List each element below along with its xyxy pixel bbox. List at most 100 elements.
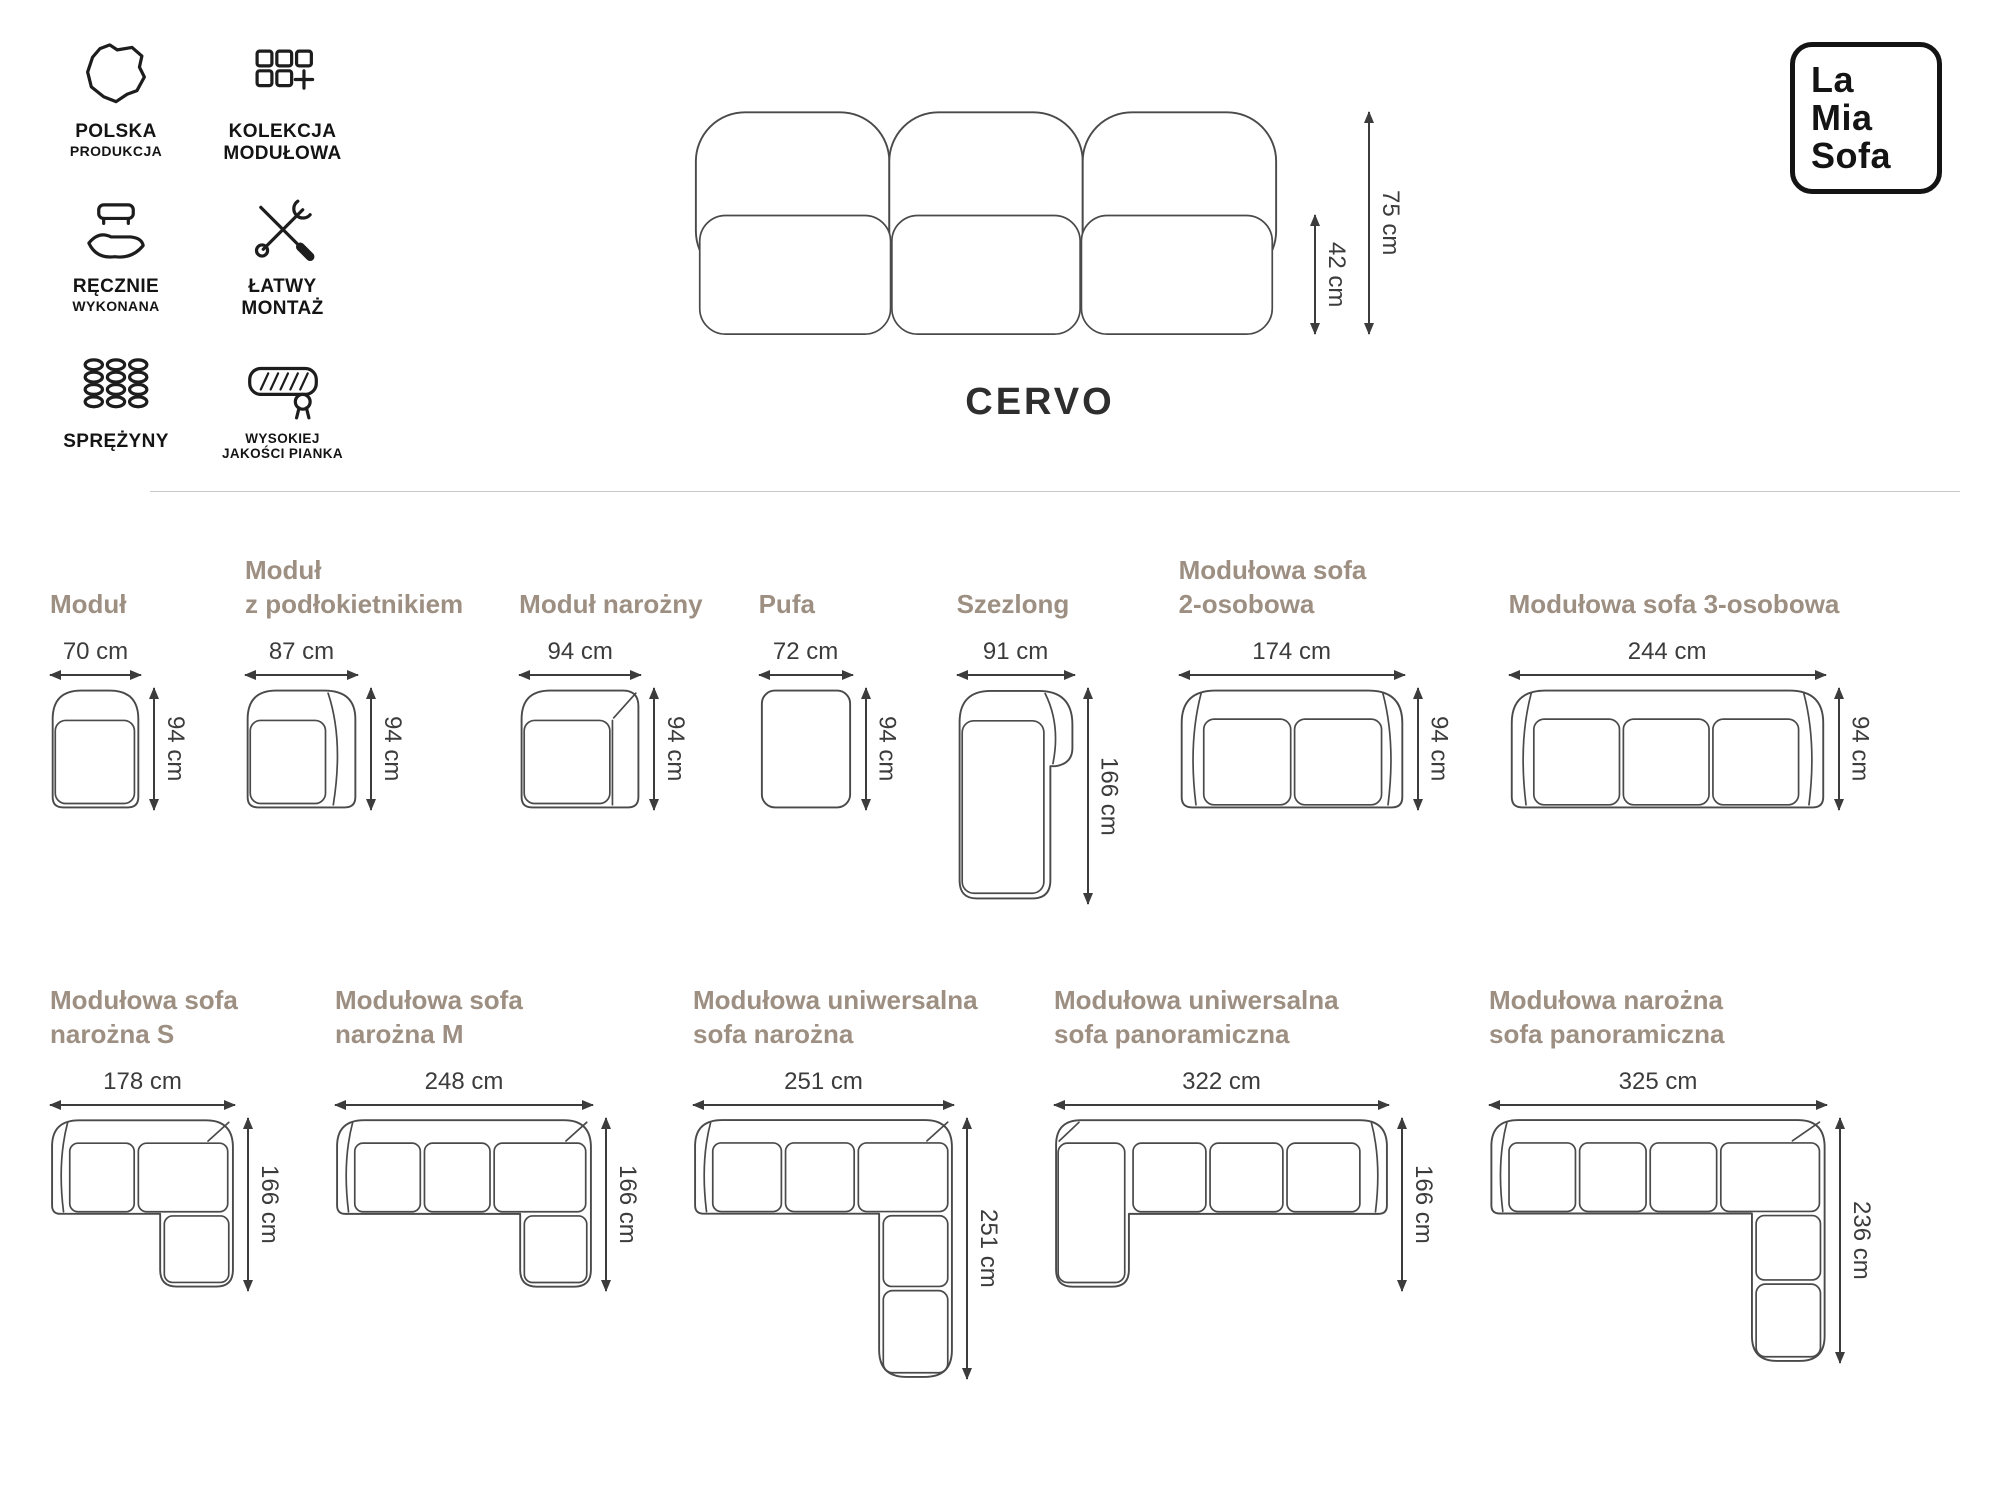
module-top-view-drawing	[693, 1118, 954, 1379]
module-card-modul-narozny: Moduł narożny 94 cm 94 cm	[519, 546, 703, 810]
modular-collection-icon	[246, 49, 320, 118]
module-title: Moduł narożny	[519, 589, 703, 620]
depth-dimension: 94 cm	[653, 688, 689, 810]
depth-dimension: 166 cm	[1086, 688, 1123, 904]
feature-sublabel: PRODUKCJA	[69, 143, 163, 159]
depth-dimension: 94 cm	[153, 688, 189, 810]
poland-map-icon	[79, 43, 153, 118]
feature-sublabel: WYKONANA	[72, 298, 160, 314]
width-dimension: 251 cm	[693, 1068, 954, 1106]
dimension-arrow	[1368, 112, 1370, 334]
feature-label: WYSOKIEJ	[245, 431, 320, 446]
module-top-view-drawing	[957, 688, 1075, 904]
module-title: Szezlong	[956, 589, 1070, 620]
seat-height-dimension: 42 cm	[1314, 215, 1350, 334]
module-top-view-drawing	[245, 688, 358, 810]
depth-dimension: 94 cm	[1416, 688, 1453, 810]
depth-dimension: 94 cm	[370, 688, 406, 810]
width-dimension: 322 cm	[1054, 1068, 1389, 1106]
feature-label: POLSKA	[75, 121, 157, 142]
module-top-view-drawing	[335, 1118, 593, 1291]
width-dimension: 70 cm	[50, 638, 141, 676]
width-dimension: 87 cm	[245, 638, 358, 676]
width-dimension: 91 cm	[956, 638, 1075, 676]
feature-sublabel: MONTAŻ	[241, 298, 324, 319]
width-dimension: 94 cm	[519, 638, 642, 676]
depth-dimension: 166 cm	[1401, 1118, 1437, 1291]
total-height-value: 75 cm	[1377, 190, 1404, 256]
feature-label: ŁATWY	[248, 276, 317, 297]
module-card-sofa-3-osobowa: Modułowa sofa 3-osobowa 244 cm 94 cm	[1508, 546, 1874, 810]
feature-recznie-wykonana: RĘCZNIE WYKONANA	[46, 195, 186, 320]
feature-label: SPRĘŻYNY	[63, 431, 169, 452]
module-top-view-drawing	[50, 688, 141, 810]
depth-dimension: 94 cm	[1837, 688, 1874, 810]
module-title: Pufa	[758, 589, 815, 620]
springs-icon	[79, 358, 153, 428]
module-top-view-drawing	[50, 1118, 235, 1291]
depth-dimension: 236 cm	[1839, 1118, 1875, 1363]
feature-label: KOLEKCJA	[228, 121, 337, 142]
feature-latwy-montaz: ŁATWY MONTAŻ	[200, 195, 365, 320]
features-grid: POLSKA PRODUKCJA KOLEKCJA MODUŁOWA	[46, 40, 376, 461]
brand-logo-line: Sofa	[1811, 135, 1892, 177]
brand-logo-line: La	[1811, 58, 1855, 100]
feature-kolekcja-modulowa: KOLEKCJA MODUŁOWA	[200, 40, 365, 165]
module-top-view-drawing	[519, 688, 641, 810]
width-dimension: 72 cm	[758, 638, 853, 676]
depth-dimension: 166 cm	[605, 1118, 641, 1291]
seat-height-value: 42 cm	[1323, 241, 1350, 308]
width-dimension: 248 cm	[335, 1068, 593, 1106]
total-height-dimension: 75 cm	[1368, 112, 1404, 334]
sofa-front-view-drawing	[676, 102, 1296, 347]
module-title: Modułowa sofa 3-osobowa	[1508, 589, 1840, 620]
divider	[150, 491, 1960, 492]
easy-assembly-icon	[246, 199, 320, 273]
hero-section: 42 cm 75 cm CERVO	[676, 102, 1404, 424]
width-dimension: 178 cm	[50, 1068, 235, 1106]
module-card-modul: Moduł 70 cm 94 cm	[50, 546, 189, 810]
module-top-view-drawing	[1179, 688, 1405, 810]
module-top-view-drawing	[1509, 688, 1826, 810]
module-top-view-drawing	[1054, 1118, 1389, 1291]
handmade-icon	[79, 203, 153, 273]
module-title: Moduł	[50, 589, 127, 620]
header: POLSKA PRODUKCJA KOLEKCJA MODUŁOWA	[0, 0, 2000, 461]
width-dimension: 174 cm	[1178, 638, 1405, 676]
feature-label: RĘCZNIE	[72, 276, 160, 297]
depth-dimension: 251 cm	[966, 1118, 1002, 1379]
module-top-view-drawing	[1489, 1118, 1827, 1363]
module-card-szezlong: Szezlong 91 cm 166 cm	[956, 546, 1123, 904]
brand-logo: La Mia Sofa	[1790, 42, 1942, 194]
feature-sublabel: MODUŁOWA	[223, 143, 342, 164]
feature-pianka: WYSOKIEJ JAKOŚCI PIANKA	[200, 350, 365, 461]
depth-dimension: 166 cm	[247, 1118, 283, 1291]
foam-icon	[246, 366, 320, 428]
feature-polska-produkcja: POLSKA PRODUKCJA	[46, 40, 186, 165]
model-name: CERVO	[965, 381, 1115, 423]
depth-dimension: 94 cm	[864, 688, 901, 810]
brand-logo-line: Mia	[1811, 96, 1873, 138]
module-top-view-drawing	[759, 688, 853, 810]
dimension-arrow	[1314, 215, 1316, 334]
width-dimension: 325 cm	[1489, 1068, 1827, 1106]
feature-sprezyny: SPRĘŻYNY	[46, 350, 186, 461]
feature-sublabel: JAKOŚCI PIANKA	[221, 446, 344, 461]
